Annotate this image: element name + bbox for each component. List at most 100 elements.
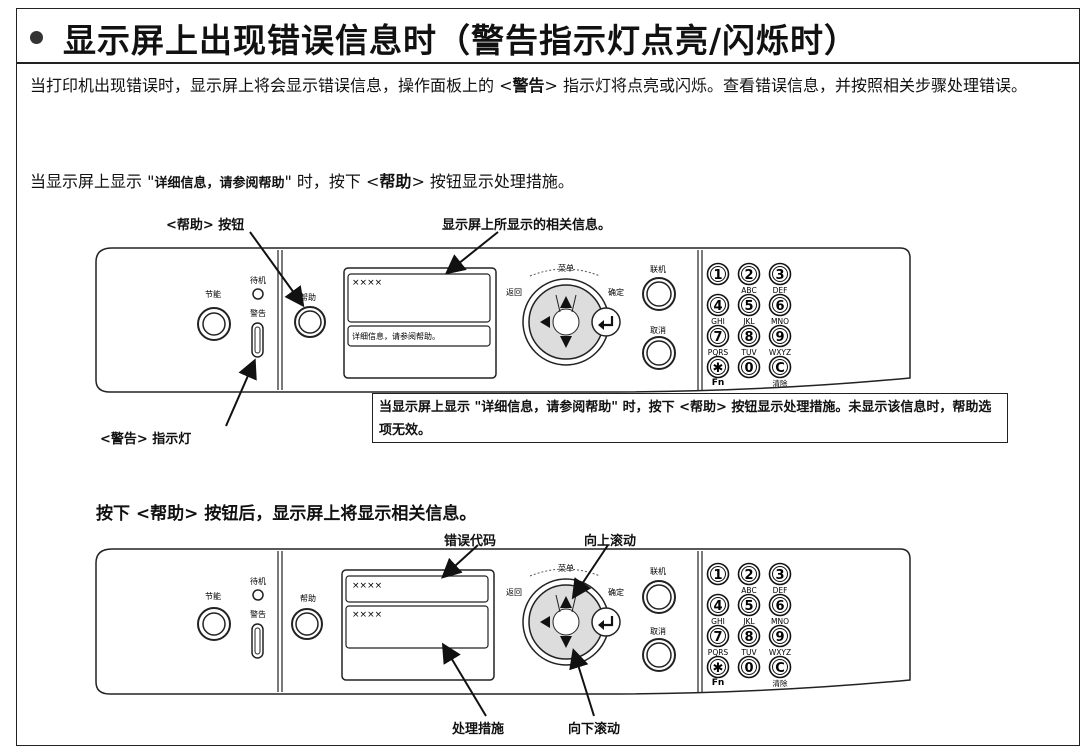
key-letters: PQRS <box>708 648 729 657</box>
standby-led <box>252 288 264 300</box>
key-letters: GHI <box>711 617 725 626</box>
key-letters: WXYZ <box>769 648 791 657</box>
key-letters: JKL <box>742 617 755 626</box>
key-letters: WXYZ <box>769 348 791 357</box>
key-number: 5 <box>744 599 753 614</box>
alert-label: 警告 <box>250 308 266 318</box>
key-number: 2 <box>744 268 753 283</box>
section2-heading: 按下 <帮助> 按钮后，显示屏上将显示相关信息。 <box>96 504 477 524</box>
enter-button-2[interactable] <box>591 607 621 637</box>
callout-error-code: 错误代码 <box>444 534 497 549</box>
cancel-label: 取消 <box>650 325 666 335</box>
operation-panel-2: 节能 待机 警告 帮助 ×××× ×××× 菜单 返回 确定 联机 取消 <box>95 548 911 695</box>
online-label: 联机 <box>650 264 666 274</box>
instruction-text: 当显示屏上显示 "详细信息，请参阅帮助" 时，按下 <帮助> 按钮显示处理措施。 <box>30 172 574 191</box>
back-label-2: 返回 <box>506 588 522 597</box>
keypad-key-11[interactable]: 0 <box>737 355 761 379</box>
key-number: 6 <box>775 599 784 614</box>
key-number: C <box>775 661 785 676</box>
left-arrow-icon[interactable] <box>540 316 550 328</box>
enter-icon-2 <box>598 620 604 630</box>
down-arrow-icon[interactable] <box>560 336 572 348</box>
arrow-help-button <box>249 231 305 308</box>
keypad-key-12[interactable]: C <box>768 655 792 679</box>
online-button-2[interactable] <box>642 580 676 614</box>
fn-label: Fn <box>712 678 725 688</box>
menu-label-2: 菜单 <box>558 563 574 573</box>
key-number: 6 <box>775 299 784 314</box>
key-number: 8 <box>744 330 753 345</box>
key-letters: TUV <box>740 648 757 657</box>
keypad-key-1[interactable]: 1 <box>706 562 730 586</box>
callout-scroll-up: 向上滚动 <box>584 534 637 549</box>
page-frame <box>16 8 1080 746</box>
down-arrow-icon-2[interactable] <box>560 636 572 648</box>
left-arrow-icon-2[interactable] <box>540 616 550 628</box>
key-letters: ABC <box>741 286 756 295</box>
key-number: 7 <box>713 330 722 345</box>
cancel-button-2[interactable] <box>642 638 676 672</box>
arrow-remedy <box>441 642 487 717</box>
key-letters: ABC <box>741 586 756 595</box>
keypad-key-12[interactable]: C <box>768 355 792 379</box>
key-number: 8 <box>744 630 753 645</box>
arrow-scroll-up <box>571 544 609 600</box>
key-number: 3 <box>775 268 784 283</box>
key-number: 9 <box>775 630 784 645</box>
up-arrow-icon[interactable] <box>560 296 572 308</box>
display-line-1: ×××× <box>352 278 382 288</box>
help-label-2: 帮助 <box>300 593 316 603</box>
callout-display-info: 显示屏上所显示的相关信息。 <box>442 218 612 233</box>
key-number: 7 <box>713 630 722 645</box>
arrow-error-code <box>441 544 479 579</box>
keypad-key-11[interactable]: 0 <box>737 655 761 679</box>
operation-panel-1: 节能 待机 警告 帮助 ×××× 详细信息，请参阅帮助。 菜单 返回 确定 <box>95 247 911 393</box>
key-number: 3 <box>775 568 784 583</box>
up-arrow-icon-2[interactable] <box>560 596 572 608</box>
keypad-key-10[interactable]: ✱ <box>706 355 730 379</box>
arrow-scroll-down <box>569 648 595 717</box>
clear-label: 清除 <box>773 678 788 688</box>
key-number: C <box>775 361 785 376</box>
key-letters: DEF <box>773 286 788 295</box>
key-number: 4 <box>713 299 722 314</box>
key-letters: JKL <box>742 317 755 326</box>
enter-icon <box>598 320 604 330</box>
keypad-key-1[interactable]: 1 <box>706 262 730 286</box>
callout-alert-light: <警告> 指示灯 <box>100 432 192 447</box>
intro-paragraph: 当打印机出现错误时，显示屏上将会显示错误信息，操作面板上的 <警告> 指示灯将点… <box>30 76 1028 95</box>
key-number: 2 <box>744 568 753 583</box>
key-number: 4 <box>713 599 722 614</box>
cancel-button[interactable] <box>642 336 676 370</box>
alert-led-2 <box>251 623 264 659</box>
key-letters: DEF <box>773 586 788 595</box>
help-label: 帮助 <box>300 292 316 302</box>
key-number: 5 <box>744 299 753 314</box>
callout-scroll-down: 向下滚动 <box>568 722 621 737</box>
enter-button[interactable] <box>591 307 621 337</box>
keypad-key-10[interactable]: ✱ <box>706 655 730 679</box>
title-rule <box>16 62 1080 64</box>
key-number: 0 <box>744 361 753 376</box>
power-save-label: 节能 <box>205 289 221 299</box>
online-button[interactable] <box>642 277 676 311</box>
error-code-line: ×××× <box>352 581 382 591</box>
